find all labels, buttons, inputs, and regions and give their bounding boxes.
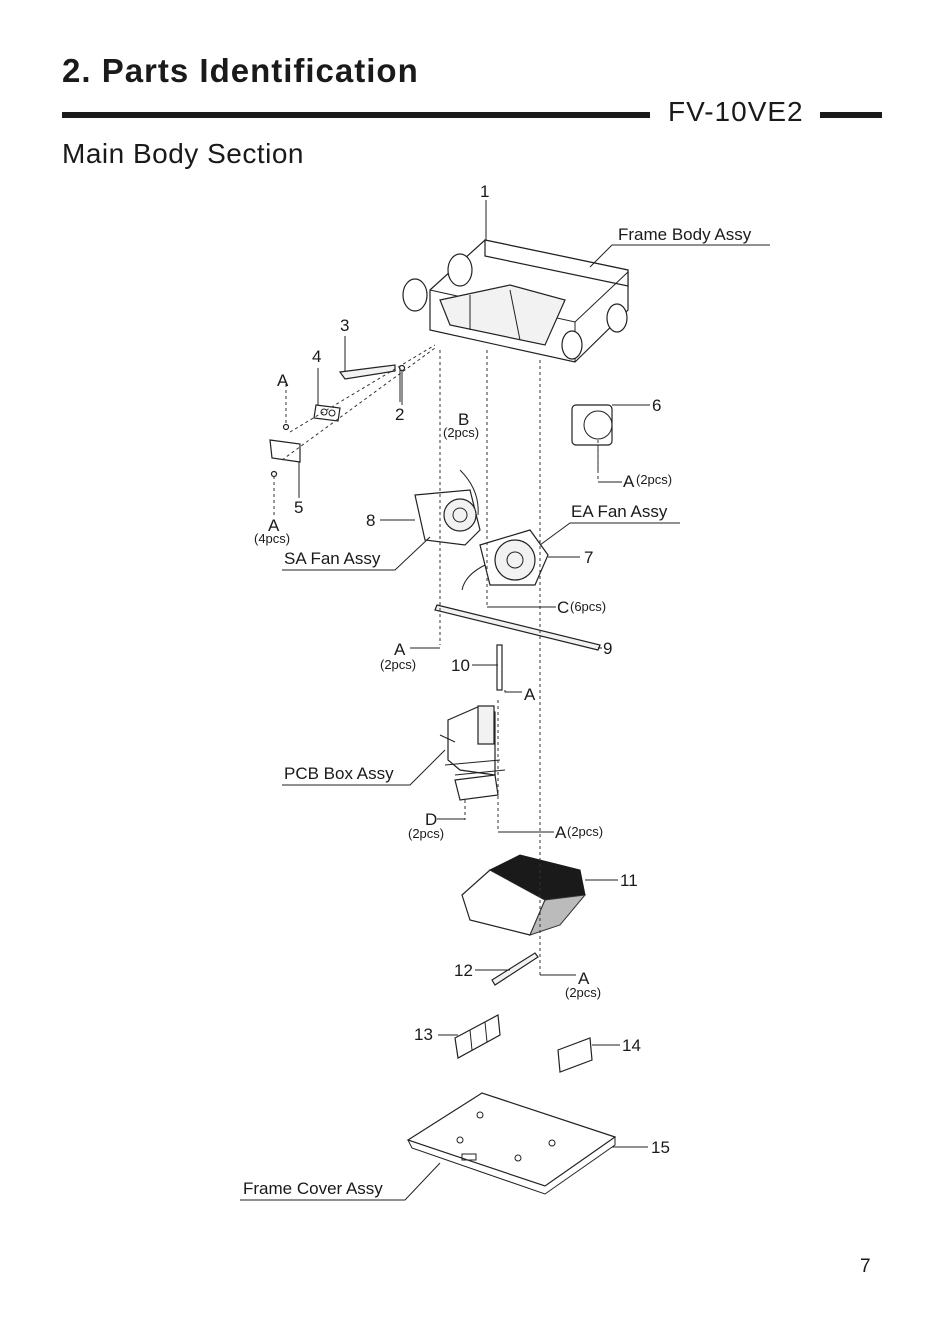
screw-label-a-top: A bbox=[277, 371, 289, 390]
section-title: 2. Parts Identification bbox=[62, 52, 419, 89]
callout-5: 5 bbox=[294, 498, 303, 517]
screw-label-a-pcb: A bbox=[555, 823, 567, 842]
screw-label-a-12: A bbox=[578, 969, 590, 988]
screw-label-a-9: A bbox=[394, 640, 406, 659]
header-rule-right bbox=[820, 112, 882, 118]
callout-12: 12 bbox=[454, 961, 473, 980]
screw-qty-a-pcb: (2pcs) bbox=[567, 824, 603, 839]
callout-7: 7 bbox=[584, 548, 593, 567]
callout-3: 3 bbox=[340, 316, 349, 335]
screw-qty-d: (2pcs) bbox=[408, 826, 444, 841]
callout-2: 2 bbox=[395, 405, 404, 424]
small-parts-drawing bbox=[269, 364, 406, 478]
leader-lines bbox=[240, 200, 770, 1201]
header-rule-left bbox=[62, 112, 650, 118]
section-subtitle: Main Body Section bbox=[62, 138, 304, 169]
heat-exchanger-drawing bbox=[461, 854, 587, 936]
callout-8: 8 bbox=[366, 511, 375, 530]
screw-label-b: B bbox=[458, 410, 469, 429]
screw-qty-a-9: (2pcs) bbox=[380, 657, 416, 672]
ea-fan-drawing bbox=[461, 529, 549, 591]
screw-qty-c: (6pcs) bbox=[570, 599, 606, 614]
screw-label-a-4pcs: A bbox=[268, 516, 280, 535]
screw-label-a-6: A bbox=[623, 472, 635, 491]
callout-6: 6 bbox=[652, 396, 661, 415]
screw-qty-a-6: (2pcs) bbox=[636, 472, 672, 487]
callout-14: 14 bbox=[622, 1036, 641, 1055]
page-number: 7 bbox=[860, 1256, 871, 1277]
model-number: FV-10VE2 bbox=[668, 96, 804, 127]
label-pcb-box-assy: PCB Box Assy bbox=[284, 764, 394, 783]
frame-cover-drawing bbox=[406, 1092, 617, 1195]
screw-label-a-10: A bbox=[524, 685, 536, 704]
label-ea-fan-assy: EA Fan Assy bbox=[571, 502, 668, 521]
screw-qty-4pcs: (4pcs) bbox=[254, 531, 290, 546]
screw-qty-b: (2pcs) bbox=[443, 425, 479, 440]
bracket-part-10-drawing bbox=[496, 644, 503, 691]
label-frame-body-assy: Frame Body Assy bbox=[618, 225, 752, 244]
callout-9: 9 bbox=[603, 639, 612, 658]
callout-4: 4 bbox=[312, 347, 321, 366]
label-frame-cover-assy: Frame Cover Assy bbox=[243, 1179, 383, 1198]
screw-qty-a-12: (2pcs) bbox=[565, 985, 601, 1000]
frame-body-drawing bbox=[402, 239, 629, 363]
rail-part-9-drawing bbox=[434, 604, 601, 651]
damper-part-drawing bbox=[571, 404, 613, 470]
screw-label-d: D bbox=[425, 810, 437, 829]
callout-15: 15 bbox=[651, 1138, 670, 1157]
callout-13: 13 bbox=[414, 1025, 433, 1044]
assembly-guide-lines bbox=[273, 344, 599, 975]
screw-label-c: C bbox=[557, 598, 569, 617]
callout-11: 11 bbox=[620, 871, 638, 890]
part-14-drawing bbox=[557, 1037, 593, 1073]
callout-10: 10 bbox=[451, 656, 470, 675]
callout-1: 1 bbox=[480, 182, 489, 201]
label-sa-fan-assy: SA Fan Assy bbox=[284, 549, 381, 568]
strip-part-12-drawing bbox=[491, 952, 539, 986]
sa-fan-drawing bbox=[414, 469, 481, 546]
filter-part-13-drawing bbox=[454, 1014, 501, 1059]
pcb-box-drawing bbox=[439, 705, 506, 801]
